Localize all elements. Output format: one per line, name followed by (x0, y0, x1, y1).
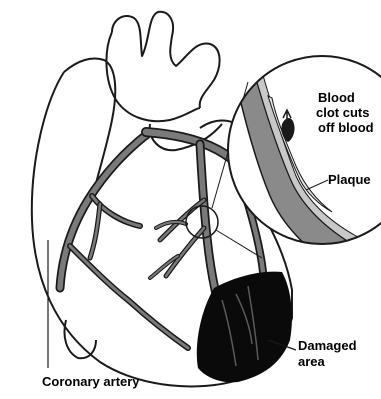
diagonal-branch-2-fill (166, 228, 204, 276)
plaque-label: Plaque (328, 172, 371, 187)
aorta (112, 12, 220, 108)
pulmonary-trunk (106, 32, 200, 121)
coronary-artery-label: Coronary artery (42, 374, 140, 389)
blood-clot-label-line3: off blood (318, 120, 374, 135)
inferior-lobe (65, 320, 97, 358)
damaged-area-label-line1: Damaged (298, 338, 357, 353)
damaged-area-label-line2: area (298, 354, 326, 369)
blood-clot-label-line1: Blood (318, 90, 355, 105)
blood-clot-label-line2: clot cuts (316, 105, 369, 120)
zoom-inset (220, 50, 381, 290)
